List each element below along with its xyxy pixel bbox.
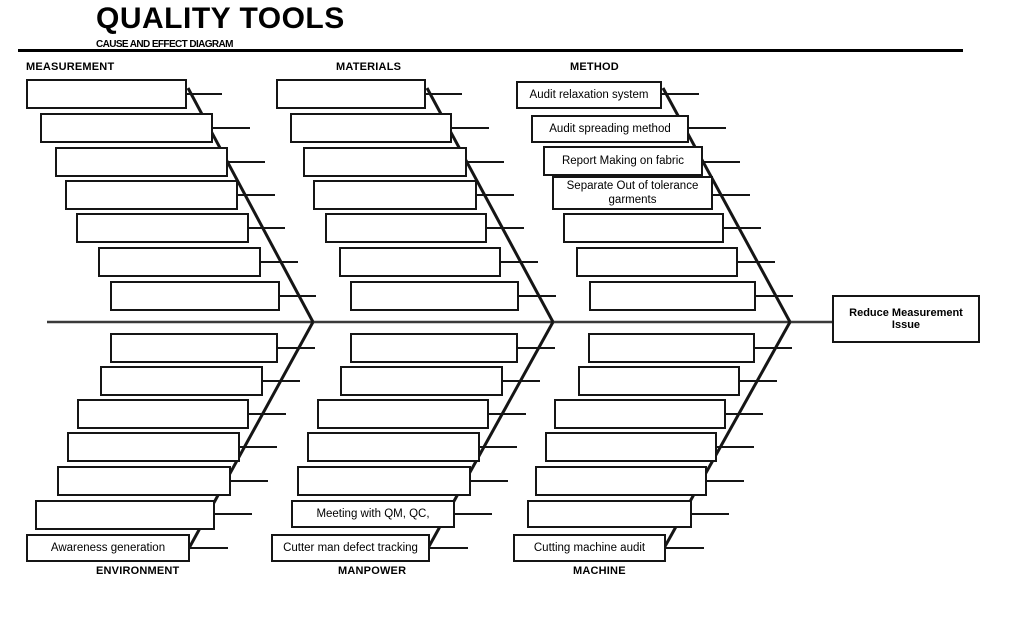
page-title: QUALITY TOOLS — [96, 2, 345, 35]
cause-box[interactable] — [77, 399, 249, 429]
cause-box[interactable] — [276, 79, 426, 109]
cause-box[interactable] — [307, 432, 480, 462]
effect-box[interactable]: Reduce Measurement Issue — [832, 295, 980, 343]
cause-box[interactable] — [98, 247, 261, 277]
cause-box[interactable] — [76, 213, 249, 243]
cause-box[interactable] — [339, 247, 501, 277]
cause-box[interactable] — [317, 399, 489, 429]
category-label-method: METHOD — [570, 61, 619, 73]
cause-box[interactable] — [57, 466, 231, 496]
cause-box[interactable]: Cutter man defect tracking — [271, 534, 430, 562]
cause-box[interactable] — [40, 113, 213, 143]
category-label-materials: MATERIALS — [336, 61, 402, 73]
cause-box[interactable]: Audit spreading method — [531, 115, 689, 143]
cause-box[interactable] — [65, 180, 238, 210]
cause-box[interactable] — [26, 79, 187, 109]
cause-box[interactable] — [67, 432, 240, 462]
cause-box[interactable]: Report Making on fabric — [543, 146, 703, 176]
category-label-machine: MACHINE — [573, 565, 626, 577]
cause-box[interactable]: Separate Out of tolerance garments — [552, 176, 713, 210]
category-label-measurement: MEASUREMENT — [26, 61, 115, 73]
category-label-environment: ENVIRONMENT — [96, 565, 180, 577]
cause-box[interactable] — [290, 113, 452, 143]
cause-box[interactable] — [563, 213, 724, 243]
cause-box[interactable] — [313, 180, 477, 210]
cause-box[interactable] — [325, 213, 487, 243]
cause-box[interactable] — [35, 500, 215, 530]
cause-box[interactable]: Meeting with QM, QC, — [291, 500, 455, 528]
cause-box[interactable] — [100, 366, 263, 396]
cause-box[interactable] — [545, 432, 717, 462]
cause-box[interactable] — [110, 333, 278, 363]
cause-box[interactable] — [55, 147, 228, 177]
cause-box[interactable] — [527, 500, 692, 528]
cause-box[interactable] — [350, 281, 519, 311]
cause-box[interactable] — [576, 247, 738, 277]
cause-box[interactable] — [535, 466, 707, 496]
cause-box[interactable] — [588, 333, 755, 363]
cause-box[interactable] — [350, 333, 518, 363]
cause-box[interactable] — [340, 366, 503, 396]
cause-box[interactable]: Audit relaxation system — [516, 81, 662, 109]
cause-box[interactable] — [554, 399, 726, 429]
page-subtitle: CAUSE AND EFFECT DIAGRAM — [96, 39, 234, 50]
cause-box[interactable] — [297, 466, 471, 496]
cause-box[interactable] — [303, 147, 467, 177]
cause-box[interactable] — [110, 281, 280, 311]
cause-box[interactable]: Awareness generation — [26, 534, 190, 562]
cause-box[interactable] — [589, 281, 756, 311]
category-label-manpower: MANPOWER — [338, 565, 407, 577]
header-divider — [18, 49, 963, 52]
cause-box[interactable] — [578, 366, 740, 396]
cause-box[interactable]: Cutting machine audit — [513, 534, 666, 562]
